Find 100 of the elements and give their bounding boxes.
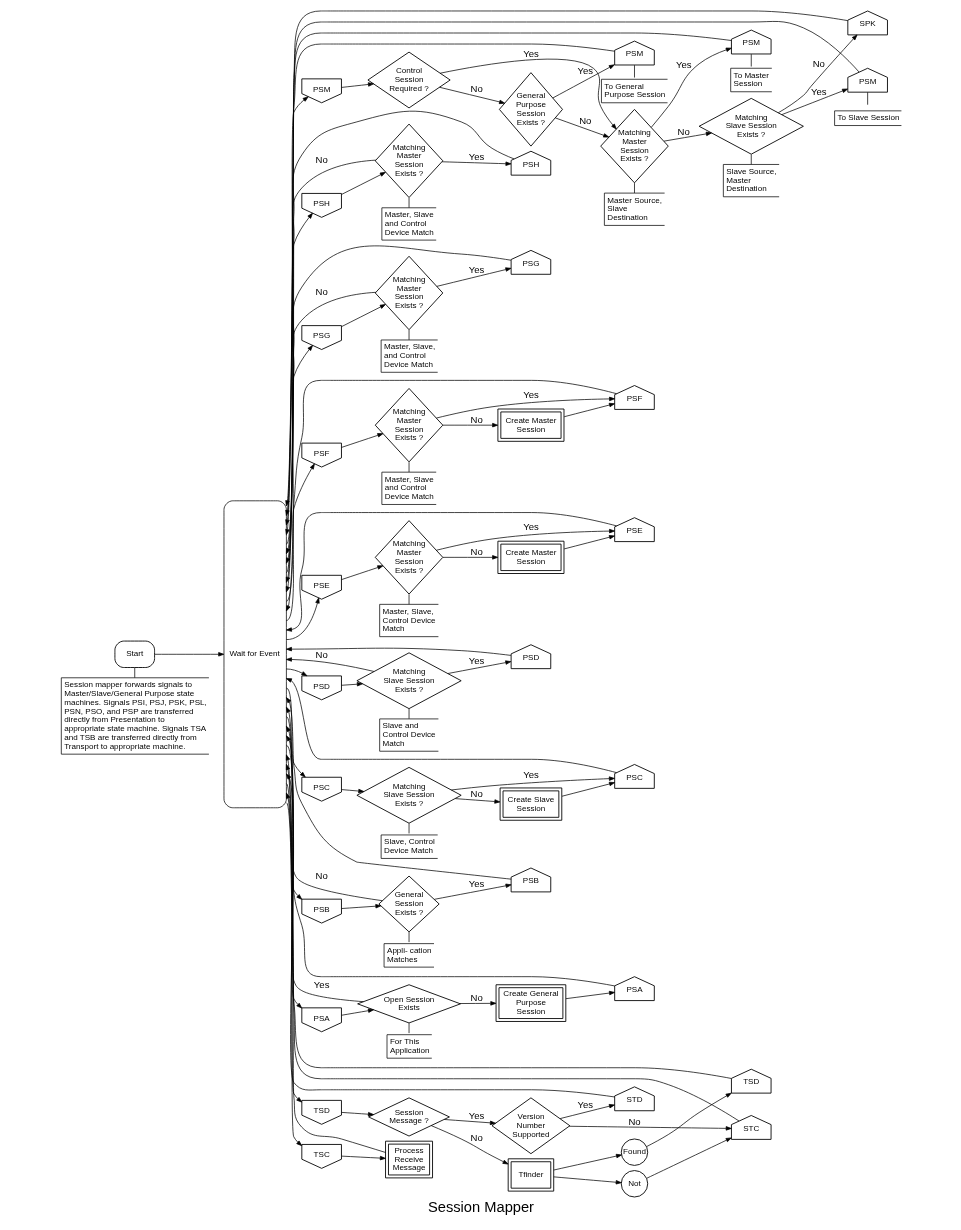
arrow [153,652,224,657]
arrow [285,735,364,1003]
edge-label: Yes [313,978,329,990]
arrow [435,396,615,419]
node-diamond: Matching Slave Session Exists ? [698,97,804,155]
node-text: Appli- cation Matches [386,946,431,964]
edge-label: Yes [522,521,539,533]
node-text: Master, Slave and Control Device Match [384,210,434,237]
arrow [454,798,500,804]
node-diamond: General Session Exists ? [378,875,440,933]
edge-label: No [470,1131,483,1143]
arrow [441,161,511,166]
arrow [458,1001,496,1006]
arrow [285,802,302,1147]
arrow [561,781,615,797]
arrow [285,725,615,987]
node-text: Master Source, Slave Destination [606,195,662,223]
arrow [442,423,498,428]
edge-label: No [470,992,483,1004]
arrow [340,1112,374,1117]
arrow [565,990,615,1000]
arrow [663,131,712,142]
diagram-title: Session Mapper [427,1198,534,1215]
arrow [340,904,381,909]
arrow [563,402,615,418]
node-text: Slave, Control Device Match [383,837,435,856]
node-circle: Not [620,1170,648,1198]
node-text: For This Application [389,1037,429,1055]
arrow [777,34,857,114]
connector [408,931,409,943]
connector [408,461,409,473]
arrow [447,660,511,674]
edge-label: No [315,870,328,882]
edge-label: No [315,286,328,298]
node-text: Session mapper forwards signals to Master/Slave/General Purpose state machines. Signals PSI, PSJ, PSK, PSL, PSN, PSO, and PSP are transferred directly from Presentation to appropriate state machine. Signals TSA and TSB are transferred directly from Transport to appropriate machine. [63,680,207,751]
connector [633,64,635,78]
arrow [650,47,732,128]
node-text: To General Purpose Session [603,81,665,100]
edge-label: No [812,58,825,70]
arrow [435,267,511,287]
arrow [285,657,374,672]
edge-label: Yes [577,1099,593,1111]
node-text: To Master Session [733,70,769,89]
arrow [442,555,498,560]
edge-label: No [627,1115,641,1127]
arrow [285,678,617,773]
node-text: Slave Source, Master Destination [725,166,776,194]
edge-label: Yes [810,85,827,97]
arrow [285,697,511,880]
edge-label: Yes [522,47,539,59]
edge-label: Yes [468,151,484,163]
arrow [563,535,615,550]
arrow [285,745,302,1009]
arrow [443,1119,496,1125]
arrow [551,64,615,99]
edge-label: No [470,545,483,557]
arrow [340,304,386,327]
connector [750,53,752,67]
arrow [433,883,511,900]
arrow [285,773,615,1098]
arrow [435,528,615,551]
arrow [340,1155,386,1161]
node-box: Start [113,640,155,668]
arrow [285,783,302,1103]
node-text: Slave and Control Device Match [382,721,435,748]
edge-label: Yes [675,58,691,70]
arrow [285,792,386,1153]
node-diamond: Matching Master Session Exists ? [374,255,443,331]
arrow [568,1125,732,1131]
connector [133,667,135,679]
edge-label: No [470,83,483,95]
arrow [340,682,363,687]
arrow [450,776,615,791]
node-box: Wait for Event [223,500,287,809]
connector [408,708,409,720]
edge-label: Yes [468,655,484,667]
node-text: Master, Slave and Control Device Match [384,474,434,502]
arrow [340,171,386,195]
connector [408,1022,409,1034]
edge-label: No [315,648,328,660]
arrow [554,117,609,138]
arrow [340,82,374,88]
edge-label: Yes [468,1109,484,1121]
arrow [340,1008,374,1016]
edge-label: No [677,125,690,137]
node-diamond: Matching Master Session Exists ? [374,123,443,198]
arrow [645,1137,732,1179]
arrow [285,646,511,656]
edge-label: Yes [468,878,484,890]
arrow [438,86,505,105]
arrow [340,788,364,794]
connector [633,182,635,194]
edge-label: Yes [577,65,593,77]
arrow [285,668,307,677]
arrow [285,706,383,902]
arrow [285,597,320,640]
arrow [645,1092,732,1147]
node-text: Master, Slave, and Control Device Match [383,342,435,369]
arrow [285,687,306,778]
node-text: To Slave Session [837,113,899,123]
